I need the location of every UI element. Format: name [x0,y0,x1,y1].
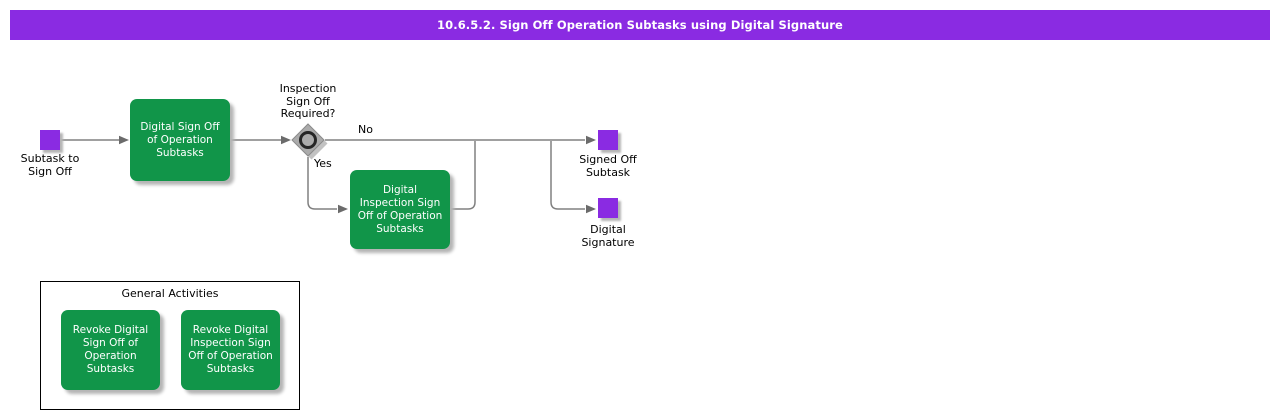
connector-inspection-merge [451,141,476,210]
arrowhead-into-digital-signature [586,204,596,214]
activity-digital-sign-off-label: Digital Sign Off of Operation Subtasks [140,120,220,159]
activity-revoke-digital-sign-off[interactable]: Revoke Digital Sign Off of Operation Sub… [61,310,160,390]
end-event-digital-signature-label: Digital Signature [581,223,635,249]
page-title: 10.6.5.2. Sign Off Operation Subtasks us… [437,18,843,32]
decision-yes-label: Yes [314,157,332,170]
activity-revoke-digital-inspection-sign-off[interactable]: Revoke Digital Inspection Sign Off of Op… [181,310,280,390]
process-title-bar: 10.6.5.2. Sign Off Operation Subtasks us… [10,10,1270,40]
activity-revoke-digital-inspection-sign-off-label: Revoke Digital Inspection Sign Off of Op… [188,324,273,375]
arrowhead-into-inspection-activity [338,204,348,214]
start-event-square[interactable] [40,130,60,150]
arrowhead-into-decision [281,135,291,145]
end-event-signed-off-subtask-square[interactable] [598,130,618,150]
start-event-label: Subtask to Sign Off [20,152,80,178]
decision-no-label: No [358,123,373,136]
arrowhead-into-signoff-activity [119,135,129,145]
end-event-signed-off-subtask-label: Signed Off Subtask [579,153,637,179]
activity-digital-sign-off[interactable]: Digital Sign Off of Operation Subtasks [130,99,230,181]
general-activities-title: General Activities [121,287,219,300]
activity-digital-inspection-sign-off[interactable]: Digital Inspection Sign Off of Operation… [350,170,450,249]
end-event-digital-signature-square[interactable] [598,198,618,218]
decision-diamond[interactable] [291,123,325,157]
activity-digital-inspection-sign-off-label: Digital Inspection Sign Off of Operation… [357,183,443,235]
general-activities-panel: General Activities Revoke Digital Sign O… [40,281,300,410]
activity-revoke-digital-sign-off-label: Revoke Digital Sign Off of Operation Sub… [72,324,149,375]
decision-question-label: Inspection Sign Off Required? [279,82,337,120]
arrowhead-into-signed-off-subtask [586,135,596,145]
